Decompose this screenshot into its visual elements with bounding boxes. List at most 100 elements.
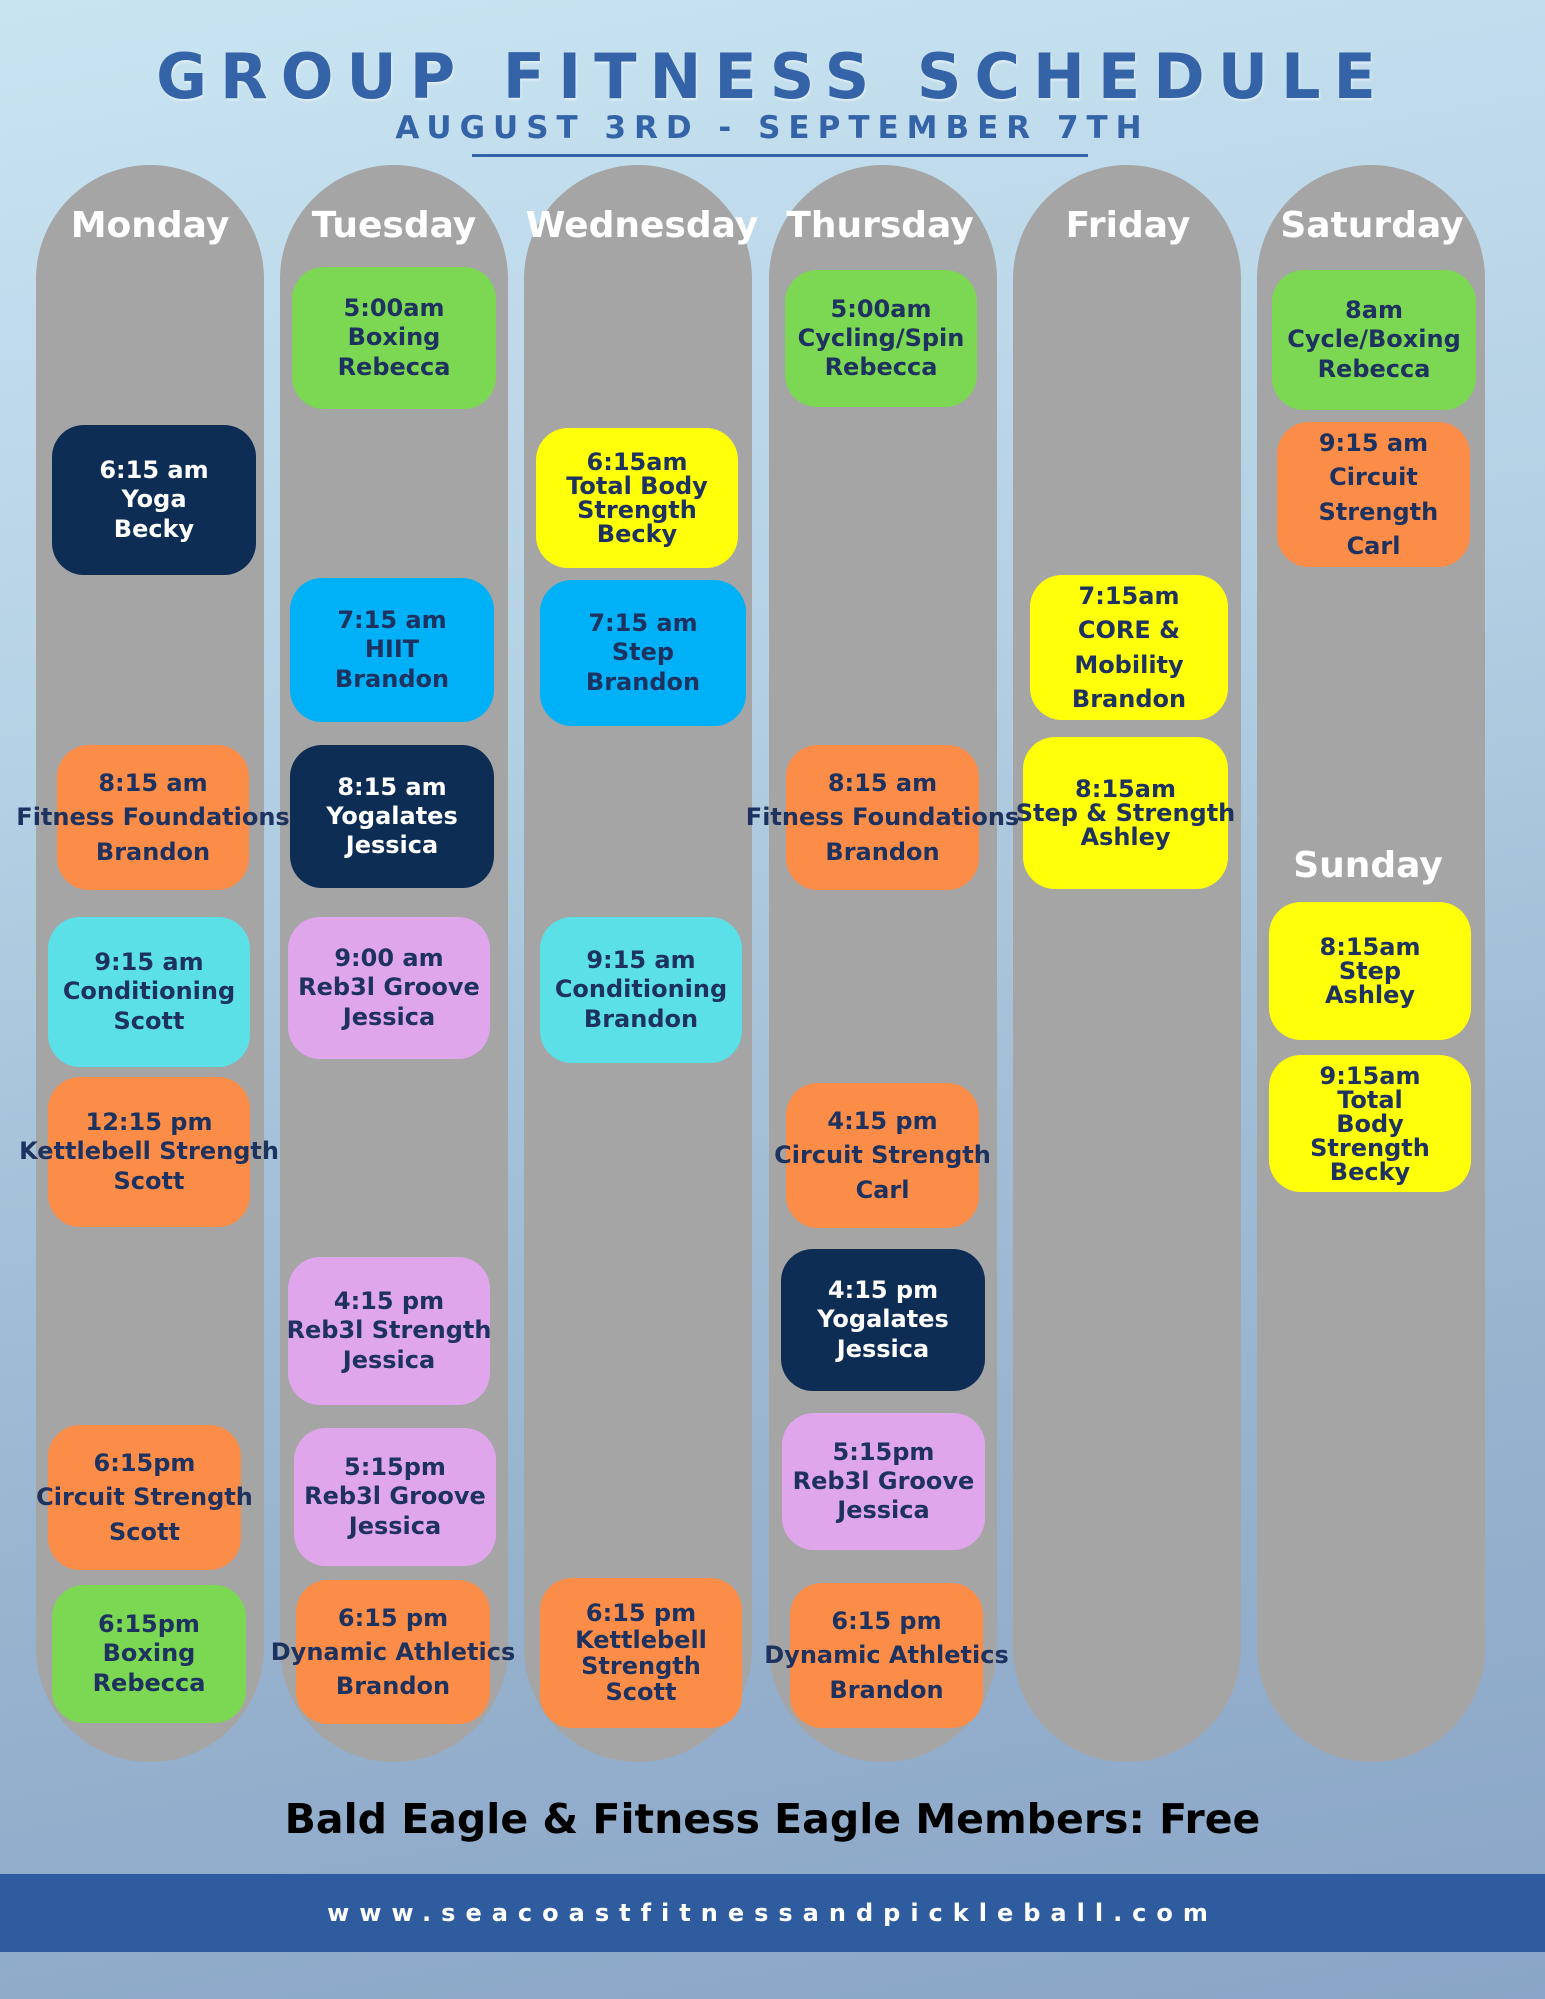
class-card: 6:15pm Circuit Strength Scott	[36, 1425, 253, 1570]
class-name: Reb3l Groove	[792, 1466, 975, 1495]
class-time: 4:15 pm	[827, 1107, 938, 1136]
class-card: 5:15pm Reb3l Groove Jessica	[294, 1428, 496, 1566]
day-label-sunday: Sunday	[1293, 845, 1443, 886]
class-instructor: Jessica	[345, 831, 439, 860]
class-card: 6:15am Total Body Strength Becky	[536, 428, 738, 568]
class-name: Dynamic Athletics	[270, 1637, 516, 1666]
class-time: 7:15 am	[337, 606, 447, 635]
website-url: www.seacoastfitnessandpickleball.com	[327, 1899, 1218, 1927]
class-card: 9:15 am Conditioning Scott	[48, 917, 250, 1067]
class-card: 6:15 pm Dynamic Athletics Brandon	[271, 1580, 515, 1724]
class-name: Conditioning	[554, 975, 728, 1004]
class-instructor: Carl	[855, 1175, 910, 1204]
class-instructor: Ashley	[1324, 981, 1416, 1009]
class-card: 9:00 am Reb3l Groove Jessica	[288, 917, 490, 1059]
class-time: 8:15 am	[827, 769, 938, 798]
class-name: Reb3l Groove	[298, 973, 480, 1002]
class-instructor: Brandon	[95, 837, 211, 866]
class-card: 9:15am Total Body Strength Becky	[1269, 1055, 1471, 1192]
class-instructor: Brandon	[334, 664, 450, 693]
class-name: Reb3l Strength	[286, 1316, 492, 1345]
class-instructor: Rebecca	[824, 353, 938, 382]
class-card: 8:15am Step Ashley	[1269, 902, 1471, 1040]
class-time: 4:15 pm	[827, 1276, 939, 1305]
class-instructor: Brandon	[335, 1672, 451, 1701]
class-instructor: Scott	[113, 1166, 185, 1195]
class-card: 12:15 pm Kettlebell Strength Scott	[19, 1077, 279, 1227]
class-name: Yogalates	[817, 1305, 949, 1334]
class-card: 9:15 am Circuit Strength Carl	[1277, 422, 1470, 567]
day-label-monday: Monday	[70, 205, 230, 246]
class-time: 12:15 pm	[85, 1108, 213, 1137]
class-name: CORE & Mobility	[1074, 616, 1184, 679]
class-card: 7:15 am HIIT Brandon	[290, 578, 494, 722]
class-card: 4:15 pm Yogalates Jessica	[781, 1249, 985, 1391]
membership-note: Bald Eagle & Fitness Eagle Members: Free	[284, 1795, 1261, 1843]
class-instructor: Ashley	[1080, 823, 1171, 851]
class-card: 8:15 am Fitness Foundations Brandon	[16, 745, 290, 890]
class-instructor: Scott	[113, 1006, 185, 1035]
class-time: 9:15 am	[94, 948, 204, 977]
class-name: HIIT	[364, 635, 420, 664]
class-time: 7:15 am	[588, 609, 698, 638]
class-time: 6:15 am	[99, 456, 209, 485]
footer-bar	[0, 1874, 1545, 1952]
class-time: 5:00am	[343, 294, 445, 323]
class-card: 5:00am Cycling/Spin Rebecca	[785, 270, 977, 407]
class-instructor: Brandon	[583, 1004, 699, 1033]
class-card: 4:15 pm Circuit Strength Carl	[774, 1083, 991, 1228]
class-card: 5:15pm Reb3l Groove Jessica	[782, 1413, 985, 1550]
class-time: 6:15pm	[98, 1610, 200, 1639]
class-name: Conditioning	[62, 977, 236, 1006]
class-name: Yogalates	[326, 801, 458, 830]
class-name: Step	[611, 638, 675, 667]
class-name: Cycle/Boxing	[1287, 325, 1461, 354]
column-friday	[1013, 165, 1241, 1762]
day-label-saturday: Saturday	[1280, 205, 1464, 246]
day-label-friday: Friday	[1065, 205, 1191, 246]
class-time: 8:15am	[1319, 933, 1421, 961]
class-time: 6:15 pm	[337, 1603, 449, 1632]
class-name: Yoga	[121, 485, 187, 514]
class-name: Step & Strength	[1015, 799, 1236, 827]
class-card: 8:15am Step & Strength Ashley	[1016, 737, 1235, 889]
class-time: 6:15 pm	[585, 1599, 697, 1628]
class-time: 9:15am	[1319, 1061, 1421, 1090]
class-instructor: Brandon	[829, 1675, 944, 1704]
class-instructor: Jessica	[342, 1002, 436, 1031]
class-time: 9:15 am	[1318, 429, 1429, 458]
class-instructor: Brandon	[585, 667, 701, 696]
title-underline	[472, 154, 1088, 157]
class-card: 6:15 am Yoga Becky	[52, 425, 256, 575]
class-name: Cycling/Spin	[797, 323, 965, 352]
class-time: 7:15am	[1078, 582, 1180, 611]
class-time: 8:15 am	[337, 772, 447, 801]
class-card: 6:15 pm Kettlebell Strength Scott	[540, 1578, 742, 1728]
class-instructor: Becky	[1329, 1157, 1411, 1186]
class-instructor: Becky	[596, 520, 678, 548]
class-time: 8:15am	[1075, 775, 1176, 803]
class-time: 9:00 am	[334, 944, 444, 973]
class-time: 6:15am	[586, 448, 688, 476]
class-card: 6:15 pm Dynamic Athletics Brandon	[764, 1583, 1009, 1728]
class-instructor: Jessica	[348, 1511, 442, 1540]
class-time: 5:15pm	[832, 1437, 935, 1466]
class-name: Reb3l Groove	[304, 1482, 486, 1511]
class-instructor: Jessica	[342, 1345, 436, 1374]
class-name: Kettlebell Strength	[575, 1625, 707, 1680]
class-card: 7:15 am Step Brandon	[540, 580, 746, 726]
page-title: GROUP FITNESS SCHEDULE	[156, 40, 1389, 113]
class-instructor: Jessica	[836, 1334, 930, 1363]
class-time: 8:15 am	[98, 769, 208, 798]
class-instructor: Scott	[605, 1678, 677, 1707]
class-instructor: Becky	[113, 514, 195, 543]
class-card: 8am Cycle/Boxing Rebecca	[1272, 270, 1476, 410]
class-card: 4:15 pm Reb3l Strength Jessica	[286, 1257, 492, 1405]
day-label-thursday: Thursday	[786, 205, 974, 246]
class-card: 6:15pm Boxing Rebecca	[52, 1585, 246, 1723]
class-time: 4:15 pm	[333, 1287, 445, 1316]
class-card: 7:15am CORE & Mobility Brandon	[1030, 575, 1228, 720]
class-card: 8:15 am Yogalates Jessica	[290, 745, 494, 888]
class-name: Circuit Strength	[774, 1141, 991, 1170]
day-label-wednesday: Wednesday	[525, 205, 759, 246]
